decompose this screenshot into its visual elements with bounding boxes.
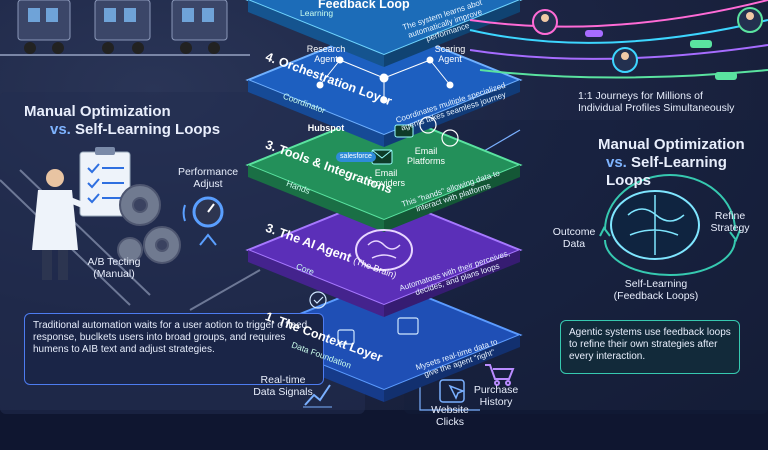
trend-chart-icon <box>303 384 332 408</box>
left-description-box: Traditional automation waits for a user … <box>24 313 324 385</box>
outcome-data-label: Outcome Data <box>552 226 596 250</box>
research-agent-label: Research Agent <box>306 44 346 64</box>
right-heading: Manual Optimization vs. Self-Learning Lo… <box>598 136 768 190</box>
email-providers-label: Email Providers <box>366 168 405 188</box>
train-illustration <box>0 0 250 56</box>
hubspot-label: Hubspot <box>307 123 345 133</box>
car-icons <box>585 30 737 80</box>
website-clicks-label: Website Clicks <box>431 404 469 428</box>
refine-strategy-label: Refine Strategy <box>710 210 750 234</box>
salesforce-label: salesforce <box>336 152 376 162</box>
right-brain-icon <box>610 190 700 260</box>
layer-feedback-label: Feedback Loop <box>318 0 410 11</box>
layer-agent <box>245 193 523 317</box>
email-icon <box>371 124 414 165</box>
agent-network-icon <box>316 56 454 104</box>
left-heading-vs: vs. <box>50 121 71 138</box>
gears-icon <box>117 184 181 264</box>
journeys-caption: 1:1 Journeys for Millions of Individual … <box>578 90 735 114</box>
layer-feedback-sub: Learning <box>300 8 334 18</box>
left-heading-line1: Manual Optimization <box>24 103 171 120</box>
clipboard-icon <box>79 147 131 217</box>
purchase-history-label: Purchase History <box>473 384 519 408</box>
cart-icon <box>485 364 515 386</box>
ab-testing-label: A/B Tecting (Manual) <box>87 256 141 280</box>
right-description-box: Agentic systems use feedback loops to re… <box>560 320 740 374</box>
right-heading-vs: vs. <box>606 154 627 171</box>
performance-adjust-label: Performance Adjust <box>177 166 239 190</box>
cursor-click-icon <box>439 379 466 403</box>
realtime-signals-label: Real-time Data Signals <box>253 374 313 398</box>
brain-icon <box>355 229 413 271</box>
left-heading-line2: Self-Learning Loops <box>75 121 221 138</box>
email-platforms-label: Email Platforms <box>406 146 445 166</box>
scientist-figure <box>32 169 97 280</box>
right-heading-line2: Self-Learning Loops <box>606 154 727 189</box>
context-icons <box>309 291 419 345</box>
profile-avatars <box>532 7 763 73</box>
chat-icon <box>419 116 459 147</box>
layer-feedback <box>245 0 523 67</box>
feedback-loop-icon <box>599 174 741 276</box>
right-heading-line1: Manual Optimization <box>598 136 745 153</box>
self-learning-label: Self-Learning (Feedback Loops) <box>613 278 699 302</box>
scoring-agent-label: Scaring Agent <box>434 44 466 64</box>
layer-tools <box>245 108 523 232</box>
performance-dial-icon <box>182 196 224 246</box>
footer-band <box>0 410 768 450</box>
left-heading: Manual Optimization vs. Self-Learning Lo… <box>24 103 220 139</box>
